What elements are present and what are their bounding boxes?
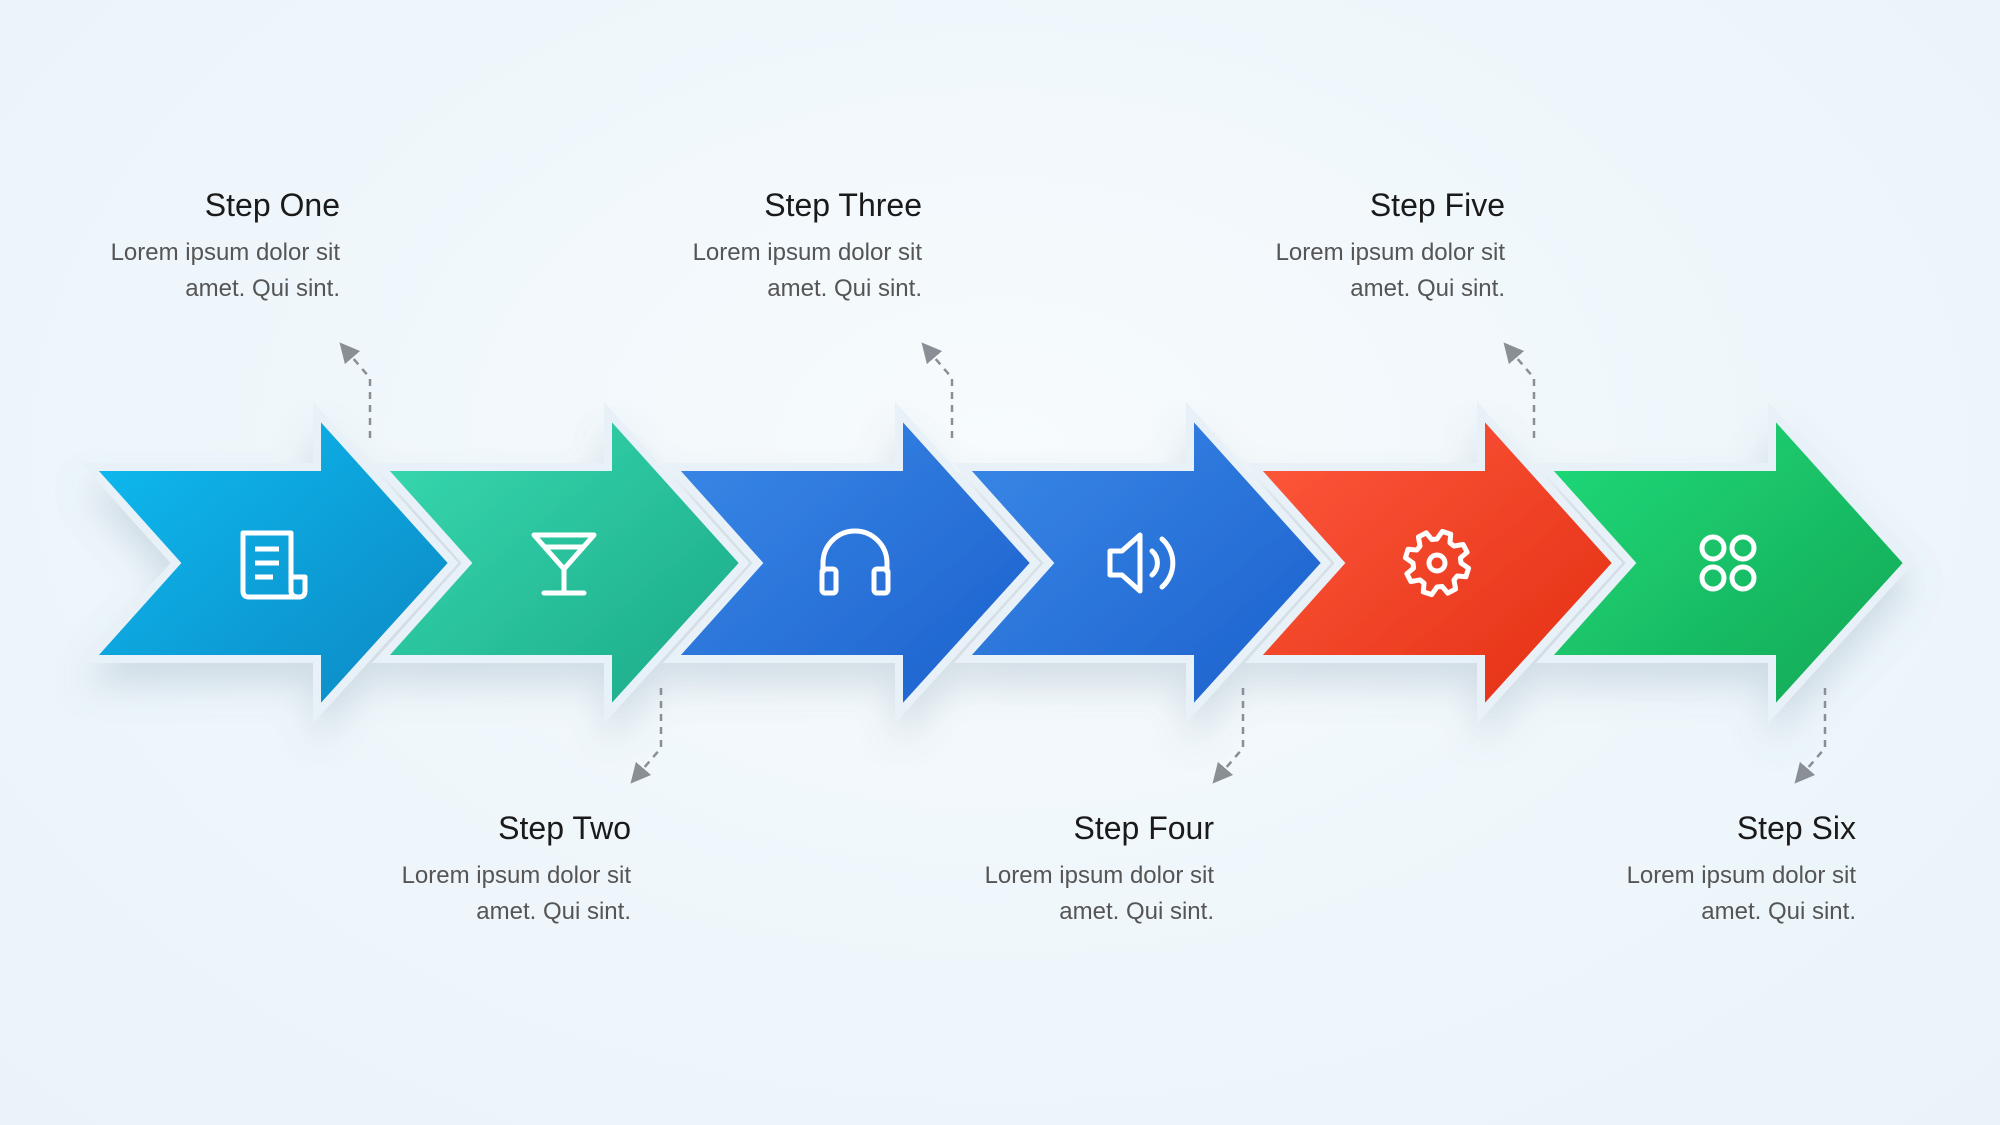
step-one-desc-line1: Lorem ipsum dolor sit xyxy=(110,239,340,266)
step-three-arrow xyxy=(663,401,1041,724)
step-three-title: Step Three xyxy=(764,187,922,223)
step-six-desc-line1: Lorem ipsum dolor sit xyxy=(1626,862,1856,889)
step-two-description: Lorem ipsum dolor sit amet. Qui sint. xyxy=(251,858,631,930)
gear-icon xyxy=(1402,528,1472,598)
step-six-text: Step Six Lorem ipsum dolor sit amet. Qui… xyxy=(1476,808,1856,930)
step-five-text: Step Five Lorem ipsum dolor sit amet. Qu… xyxy=(1125,185,1505,307)
step-four-desc-line2: amet. Qui sint. xyxy=(1059,898,1214,925)
step-three-desc-line2: amet. Qui sint. xyxy=(767,275,922,302)
step-one-title: Step One xyxy=(204,187,340,223)
speaker-volume-icon xyxy=(1107,532,1176,594)
headphones-icon xyxy=(819,528,891,596)
step-four-desc-line1: Lorem ipsum dolor sit xyxy=(984,862,1214,889)
step-five-connector xyxy=(1503,342,1536,438)
step-five-desc-line1: Lorem ipsum dolor sit xyxy=(1275,239,1505,266)
step-five-desc-line2: amet. Qui sint. xyxy=(1350,275,1505,302)
step-six-arrow xyxy=(1536,401,1914,724)
step-four-arrow xyxy=(954,401,1332,724)
step-three-description: Lorem ipsum dolor sit amet. Qui sint. xyxy=(542,235,922,307)
step-three-desc-line1: Lorem ipsum dolor sit xyxy=(692,239,922,266)
step-four-text: Step Four Lorem ipsum dolor sit amet. Qu… xyxy=(834,808,1214,930)
cocktail-glass-icon xyxy=(531,532,597,596)
step-two-desc-line1: Lorem ipsum dolor sit xyxy=(401,862,631,889)
step-five-arrow xyxy=(1245,401,1623,724)
step-six-description: Lorem ipsum dolor sit amet. Qui sint. xyxy=(1476,858,1856,930)
grid-circles-icon xyxy=(1699,534,1757,592)
step-three-connector xyxy=(921,342,954,438)
step-six-desc-line2: amet. Qui sint. xyxy=(1701,898,1856,925)
step-one-text: Step One Lorem ipsum dolor sit amet. Qui… xyxy=(0,185,340,307)
step-one-connector xyxy=(339,342,372,438)
step-five-title: Step Five xyxy=(1369,187,1505,223)
step-five-description: Lorem ipsum dolor sit amet. Qui sint. xyxy=(1125,235,1505,307)
step-four-description: Lorem ipsum dolor sit amet. Qui sint. xyxy=(834,858,1214,930)
step-two-connector xyxy=(630,688,663,784)
step-four-connector xyxy=(1212,688,1245,784)
step-three-text: Step Three Lorem ipsum dolor sit amet. Q… xyxy=(542,185,922,307)
step-two-text: Step Two Lorem ipsum dolor sit amet. Qui… xyxy=(251,808,631,930)
step-six-title: Step Six xyxy=(1736,810,1856,846)
step-four-title: Step Four xyxy=(1073,810,1214,846)
step-two-desc-line2: amet. Qui sint. xyxy=(476,898,631,925)
step-six-connector xyxy=(1794,688,1827,784)
step-two-title: Step Two xyxy=(498,810,631,846)
step-one-desc-line2: amet. Qui sint. xyxy=(185,275,340,302)
document-icon xyxy=(240,530,308,600)
step-one-description: Lorem ipsum dolor sit amet. Qui sint. xyxy=(0,235,340,307)
step-two-arrow xyxy=(372,401,750,724)
